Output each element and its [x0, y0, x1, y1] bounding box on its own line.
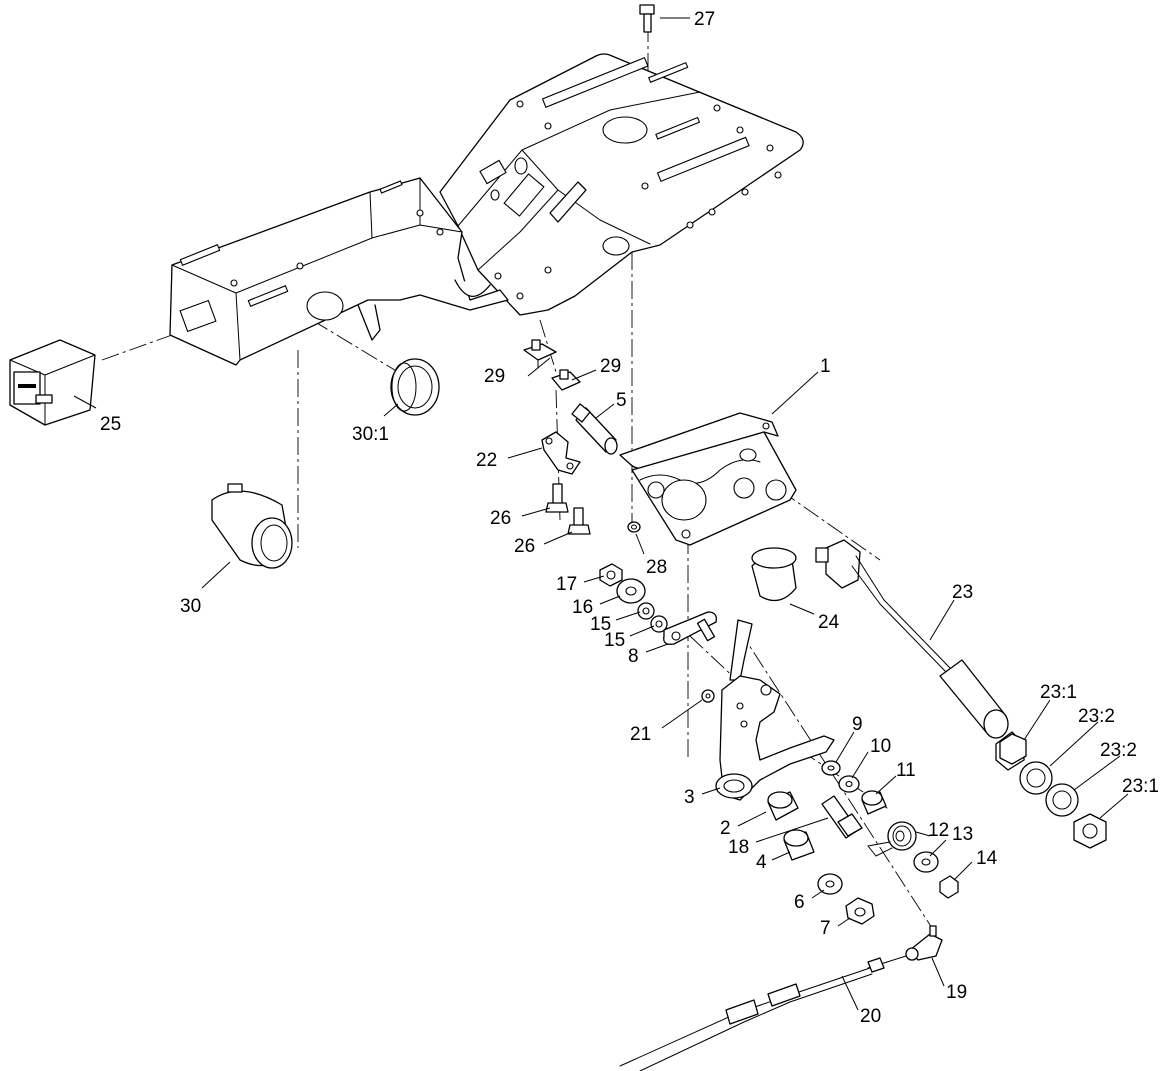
bolt-26-upper — [545, 483, 569, 513]
buzzer-30 — [211, 483, 293, 569]
callout-25: 25 — [100, 414, 121, 435]
callout-4: 4 — [756, 852, 767, 873]
callout-1: 1 — [820, 356, 831, 377]
bracket-22 — [541, 431, 581, 475]
washer-13 — [913, 851, 939, 873]
callout-13: 13 — [952, 824, 973, 845]
spacer-16 — [616, 578, 646, 604]
callout-21: 21 — [630, 724, 651, 745]
callout-24: 24 — [818, 612, 840, 633]
stud-18 — [821, 795, 863, 839]
callout-26-upper: 26 — [490, 508, 511, 529]
washer-28 — [627, 521, 641, 533]
bushing-11 — [861, 790, 887, 815]
cable-20 — [619, 955, 907, 1071]
lock-washer-23-2-a — [1019, 761, 1053, 795]
mounting-plate — [439, 53, 804, 316]
callout-17: 17 — [556, 574, 577, 595]
callout-10: 10 — [870, 736, 891, 757]
callout-15-b: 15 — [604, 630, 625, 651]
callout-2: 2 — [720, 818, 731, 839]
clip-nut-29-lower — [551, 369, 581, 391]
callout-30-1: 30:1 — [352, 424, 389, 445]
callout-11: 11 — [896, 760, 916, 781]
nut-14 — [939, 875, 959, 899]
callout-20: 20 — [860, 1006, 881, 1027]
callout-19: 19 — [946, 982, 967, 1003]
knob-24 — [751, 547, 797, 602]
callout-23-1-a: 23:1 — [1040, 682, 1077, 703]
pivot-shaft-5 — [571, 403, 618, 455]
bolt-27 — [639, 4, 655, 33]
control-bracket-1 — [619, 412, 797, 546]
callout-14: 14 — [976, 848, 998, 869]
washer-10 — [838, 775, 860, 793]
callout-30: 30 — [180, 596, 201, 617]
lock-washer-23-2-b — [1045, 783, 1079, 817]
lever-3 — [715, 619, 835, 801]
callout-29-right: 29 — [600, 356, 621, 377]
callout-16: 16 — [572, 597, 593, 618]
callout-28: 28 — [646, 557, 667, 578]
washer-15-b — [650, 615, 668, 633]
washer-6 — [817, 873, 843, 895]
ring-30-1 — [390, 358, 440, 416]
callout-labels: 27 1 29 29 5 22 26 26 28 17 16 15 15 8 2… — [100, 9, 1159, 1027]
callout-26-lower: 26 — [514, 536, 535, 557]
callout-8: 8 — [628, 646, 639, 667]
callout-15-a: 15 — [590, 614, 611, 635]
callout-18: 18 — [728, 837, 749, 858]
sensor-harness-23 — [815, 539, 1025, 771]
callout-3: 3 — [684, 787, 695, 808]
callout-23-1-b: 23:1 — [1122, 776, 1159, 797]
callout-22: 22 — [476, 450, 497, 471]
bushing-4 — [783, 829, 815, 861]
washer-9 — [821, 760, 841, 776]
callout-12: 12 — [928, 820, 949, 841]
console-channel-bracket — [169, 177, 509, 366]
callout-6: 6 — [794, 892, 805, 913]
nut-23-1-b — [1073, 813, 1107, 849]
callout-23-2-b: 23:2 — [1100, 740, 1137, 761]
callout-7: 7 — [820, 918, 831, 939]
nut-17 — [599, 563, 623, 587]
cable-end-19 — [905, 925, 943, 961]
callout-29-left: 29 — [484, 366, 505, 387]
link-8 — [663, 611, 717, 645]
clip-nut-29-upper — [523, 339, 557, 369]
callout-5: 5 — [616, 390, 627, 411]
bushing-2 — [767, 791, 799, 821]
callout-27: 27 — [694, 9, 715, 30]
callout-23: 23 — [952, 582, 973, 603]
spring-12 — [867, 821, 917, 857]
nut-7 — [845, 897, 875, 925]
callout-9: 9 — [852, 714, 863, 735]
bolt-26-lower — [567, 507, 591, 535]
nut-21 — [701, 689, 715, 703]
switch-25 — [9, 339, 96, 426]
washer-15-a — [637, 602, 655, 620]
leader-lines — [73, 17, 1129, 1011]
nut-23-1-a — [999, 733, 1027, 765]
callout-23-2-a: 23:2 — [1078, 706, 1115, 727]
